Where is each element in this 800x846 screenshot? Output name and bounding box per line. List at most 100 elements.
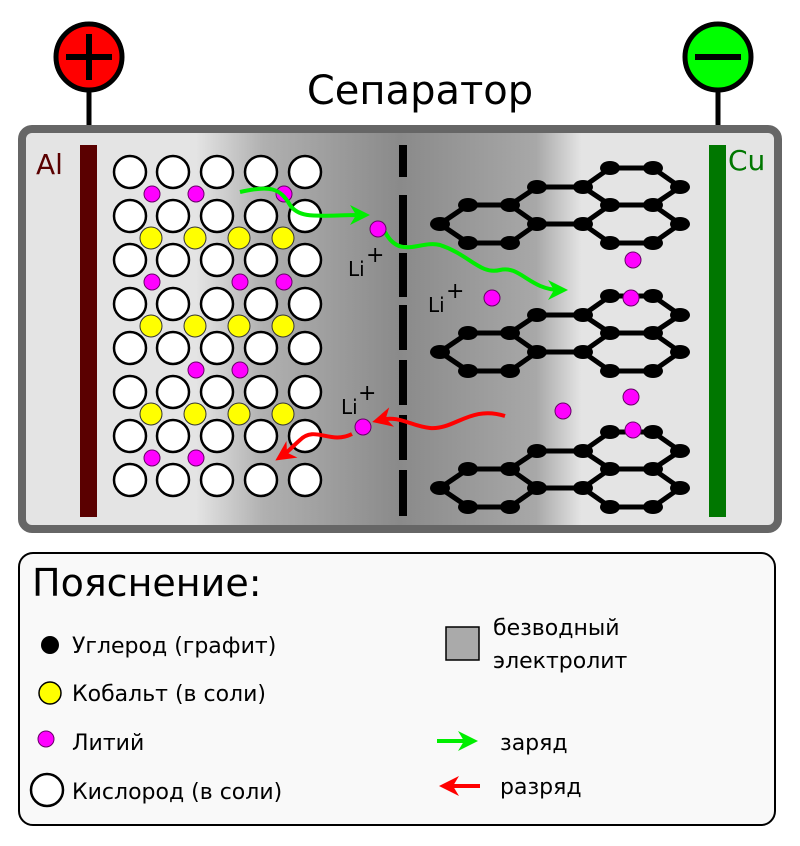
carbon-atom: [600, 236, 620, 250]
carbon-atom: [600, 462, 620, 476]
cobalt-atom: [271, 226, 295, 250]
cathode-label: Al: [36, 148, 63, 181]
carbon-atom: [670, 308, 690, 322]
carbon-atom: [643, 425, 663, 439]
graphite-layer: [430, 425, 690, 514]
cobalt-atom: [271, 314, 295, 338]
lithium-atom: [187, 361, 205, 379]
lithium-atom: [624, 421, 642, 439]
cobalt-atom: [139, 402, 163, 426]
graphite-layer: [430, 161, 690, 250]
lithium-atom: [187, 449, 205, 467]
oxygen-atom: [112, 462, 148, 498]
legend-lithium: Литий: [72, 731, 144, 756]
electrolyte-swatch: [445, 626, 480, 661]
separator-dash: [399, 195, 407, 245]
separator-title: Сепаратор: [307, 68, 533, 114]
oxygen-atom: [155, 286, 191, 322]
carbon-atom: [500, 364, 520, 378]
svg-text:Li: Li: [428, 293, 445, 317]
oxygen-atom: [112, 330, 148, 366]
oxygen-atom: [287, 286, 323, 322]
svg-text:Li: Li: [341, 395, 358, 419]
carbon-atom: [643, 289, 663, 303]
carbon-atom: [573, 444, 593, 458]
carbon-atom: [600, 198, 620, 212]
oxygen-atom: [155, 462, 191, 498]
oxygen-atom: [287, 330, 323, 366]
lithium-atom: [231, 273, 249, 291]
carbon-atom: [670, 345, 690, 359]
lithium-atom: [624, 251, 642, 269]
carbon-atom: [458, 326, 478, 340]
carbon-atom: [643, 364, 663, 378]
separator-dash: [399, 415, 407, 460]
lithium-atom: [143, 449, 161, 467]
carbon-atom: [430, 481, 450, 495]
legend-cobalt: Кобальт (в соли): [72, 682, 266, 707]
carbon-atom: [573, 180, 593, 194]
carbon-atom: [500, 500, 520, 514]
oxygen-atom: [155, 198, 191, 234]
lithium-atom: [622, 388, 640, 406]
oxygen-atom: [155, 374, 191, 410]
legend-charge: заряд: [500, 731, 568, 756]
carbon-atom: [670, 481, 690, 495]
oxygen-atom: [243, 330, 279, 366]
li-ion-label: Li +: [428, 279, 464, 317]
carbon-atom: [643, 326, 663, 340]
cobalt-atom: [183, 226, 207, 250]
oxygen-atom: [243, 462, 279, 498]
separator-dash: [399, 470, 407, 516]
discharge-arrow-2: [275, 432, 353, 461]
oxygen-atom: [112, 242, 148, 278]
lithium-atom: [143, 273, 161, 291]
lithium-atom: [187, 185, 205, 203]
graphite-layer: [430, 289, 690, 378]
lithium-atom: [483, 289, 501, 307]
oxygen-atom: [112, 198, 148, 234]
oxygen-atom: [243, 374, 279, 410]
carbon-atom: [458, 236, 478, 250]
carbon-atom: [527, 444, 547, 458]
svg-text:+: +: [366, 243, 384, 268]
cobalt-atom: [227, 314, 251, 338]
carbon-atom: [600, 326, 620, 340]
oxygen-atom: [155, 242, 191, 278]
oxygen-atom: [199, 286, 235, 322]
lithium-atom: [143, 185, 161, 203]
lithium-atom: [231, 361, 249, 379]
lithium-atom: [554, 402, 572, 420]
oxygen-atom: [243, 286, 279, 322]
legend-electrolyte-2: электролит: [493, 649, 628, 674]
carbon-atom: [527, 180, 547, 194]
lithium-ion: [369, 220, 387, 238]
carbon-atom: [527, 308, 547, 322]
carbon-atom: [600, 289, 620, 303]
negative-terminal-icon: [682, 21, 754, 93]
carbon-atom: [430, 345, 450, 359]
li-ion-label: Li +: [341, 381, 376, 419]
oxygen-atom: [243, 198, 279, 234]
legend-oxygen: Кислород (в соли): [72, 780, 282, 805]
separator-dash: [399, 253, 407, 297]
carbon-atom: [458, 462, 478, 476]
graphite-anode: [430, 161, 690, 514]
oxygen-atom: [287, 462, 323, 498]
legend-carbon: Углерод (графит): [72, 634, 276, 659]
svg-text:+: +: [446, 279, 464, 304]
carbon-atom: [430, 217, 450, 231]
carbon-atom: [527, 345, 547, 359]
carbon-atom: [643, 198, 663, 212]
svg-text:+: +: [358, 381, 376, 406]
carbon-atom: [527, 217, 547, 231]
carbon-atom: [573, 345, 593, 359]
cobalt-atom: [227, 402, 251, 426]
oxygen-atom: [155, 154, 191, 190]
oxygen-atom: [112, 374, 148, 410]
separator-dash: [399, 360, 407, 405]
positive-terminal-icon: [53, 21, 125, 93]
oxygen-atom: [155, 330, 191, 366]
carbon-atom: [600, 161, 620, 175]
separator: [399, 145, 407, 516]
